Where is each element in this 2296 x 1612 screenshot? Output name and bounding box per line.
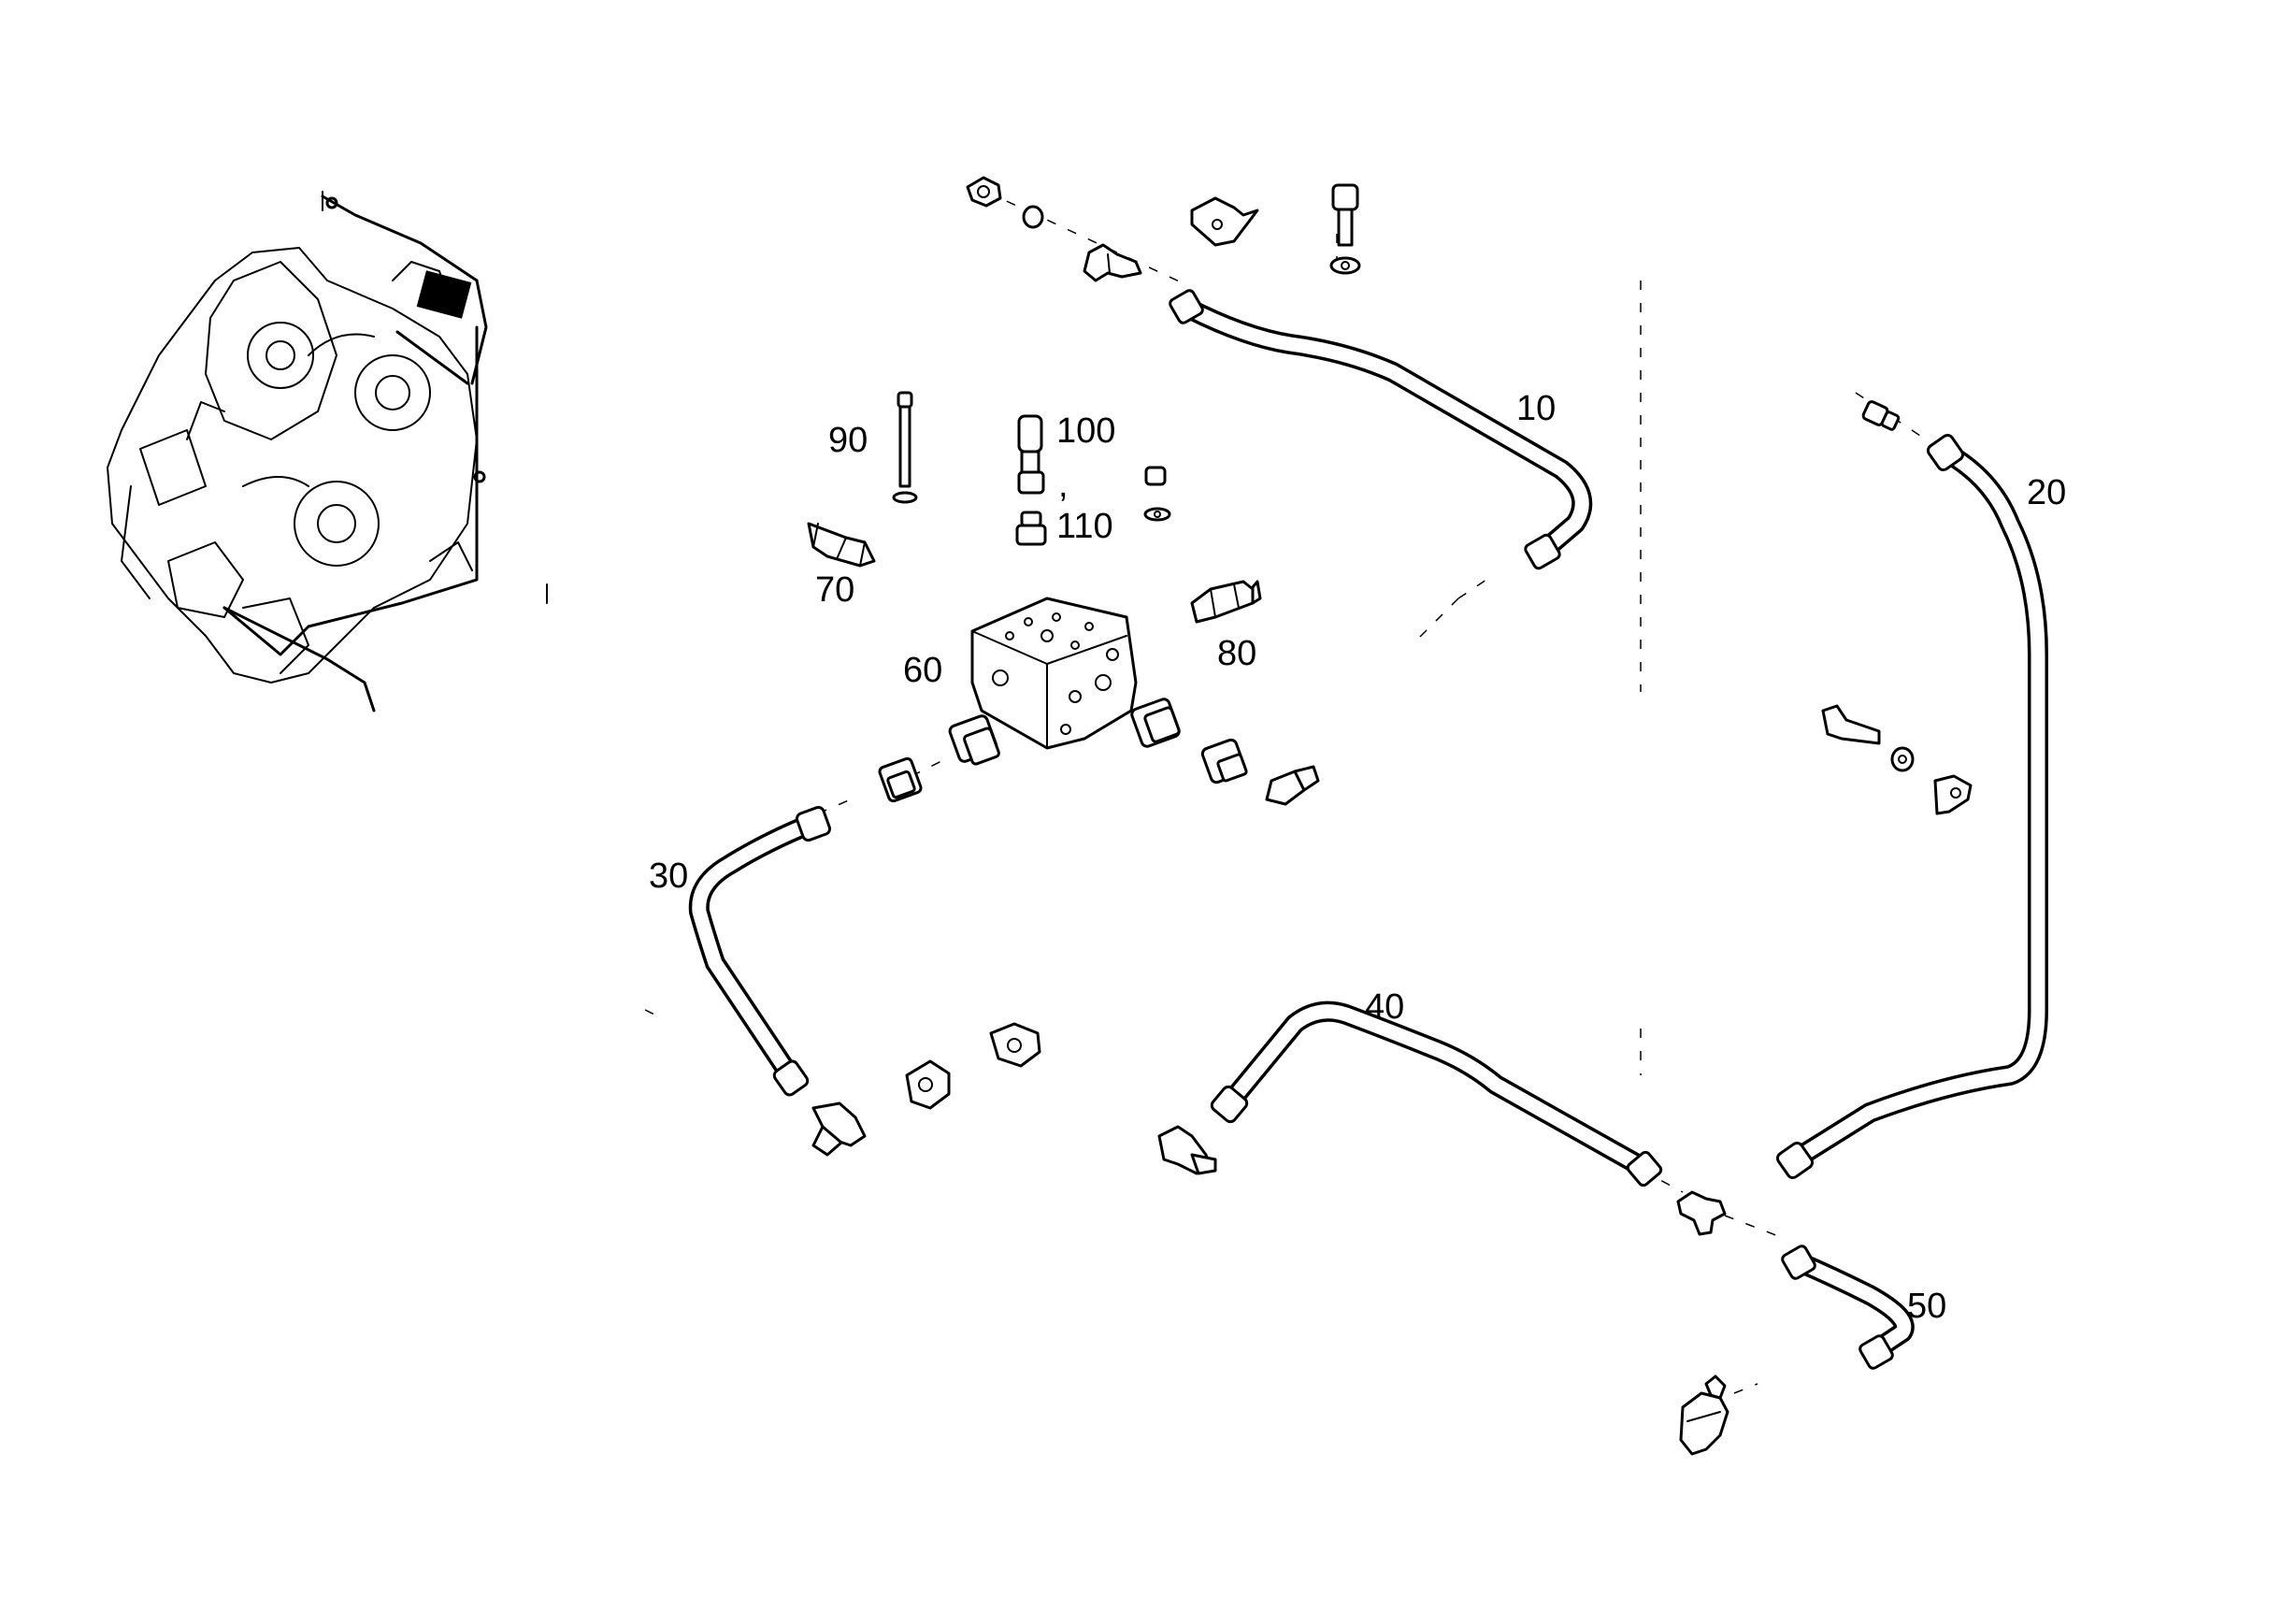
callout-10: 10 [1516, 389, 1557, 428]
pipe-10-nut-b [1524, 533, 1561, 570]
pipe-30-nut-bottom [772, 1059, 810, 1097]
bracket-top [1190, 196, 1259, 247]
pipe-20-nut-bottom [1775, 1141, 1815, 1180]
union-fitting-30-bottom-b [989, 1022, 1041, 1068]
callout-110: 110 [1056, 507, 1113, 546]
tee-fitting-bottom [1676, 1190, 1727, 1236]
bolt-90 [892, 391, 918, 504]
union-fitting-30-bottom-a [905, 1059, 951, 1110]
callout-80: 80 [1217, 634, 1257, 673]
sensor-70 [807, 522, 876, 568]
pipe-20 [1775, 433, 2048, 1180]
pipe-50-nut-b [1858, 1334, 1894, 1370]
valve-block-60 [970, 597, 1138, 750]
callout-40: 40 [1365, 987, 1405, 1027]
nut-top-left [966, 176, 1002, 208]
callout-100: 100 [1056, 411, 1116, 451]
pipe-30 [688, 805, 832, 1097]
elbow-fitting-30-bottom [811, 1101, 867, 1157]
sensor-80 [1190, 580, 1262, 624]
bolt-right [1821, 704, 1881, 745]
fitting-union-30-top [878, 756, 923, 803]
plug-and-washer [1143, 466, 1171, 522]
pipe-30-nut-top [795, 805, 832, 842]
fitting-union-block-right [1130, 698, 1181, 748]
washer-right [1890, 746, 1915, 772]
fitting-100 [1017, 414, 1045, 495]
callout-50: 50 [1907, 1287, 1947, 1326]
pressure-switch-bottom [1679, 1375, 1729, 1456]
fitting-union-80-side [1200, 738, 1248, 784]
pipe-20-nut-top [1926, 433, 1965, 472]
pipe-50 [1781, 1245, 1915, 1370]
callout-100-separator: , [1058, 466, 1069, 505]
callout-70: 70 [815, 570, 855, 610]
pipe-50-nut-a [1781, 1245, 1816, 1280]
pipe-10 [1169, 289, 1593, 570]
callout-90: 90 [828, 421, 868, 460]
bolt-top-right [1329, 183, 1361, 275]
ring-top-left [1022, 205, 1044, 229]
tee-fitting-top [1083, 243, 1142, 282]
callout-60: 60 [903, 651, 943, 690]
callout-20: 20 [2027, 473, 2067, 512]
bracket-right [1933, 774, 1973, 815]
fitting-union-block-left [948, 714, 1000, 766]
fitting-pipe-20-top [1861, 400, 1901, 431]
pipe-40-nut-left [1210, 1085, 1249, 1124]
pipe-40 [1210, 1000, 1663, 1187]
elbow-fitting-40 [1157, 1125, 1217, 1175]
highlighted-valve-block [416, 270, 472, 319]
overview-assembly-thumbnail [107, 191, 548, 712]
pipe-10-nut-a [1169, 289, 1204, 324]
fitting-elbow-right [1265, 765, 1320, 806]
pipe-40-nut-right [1626, 1150, 1663, 1187]
fitting-110 [1015, 511, 1047, 546]
callout-30: 30 [649, 856, 689, 896]
